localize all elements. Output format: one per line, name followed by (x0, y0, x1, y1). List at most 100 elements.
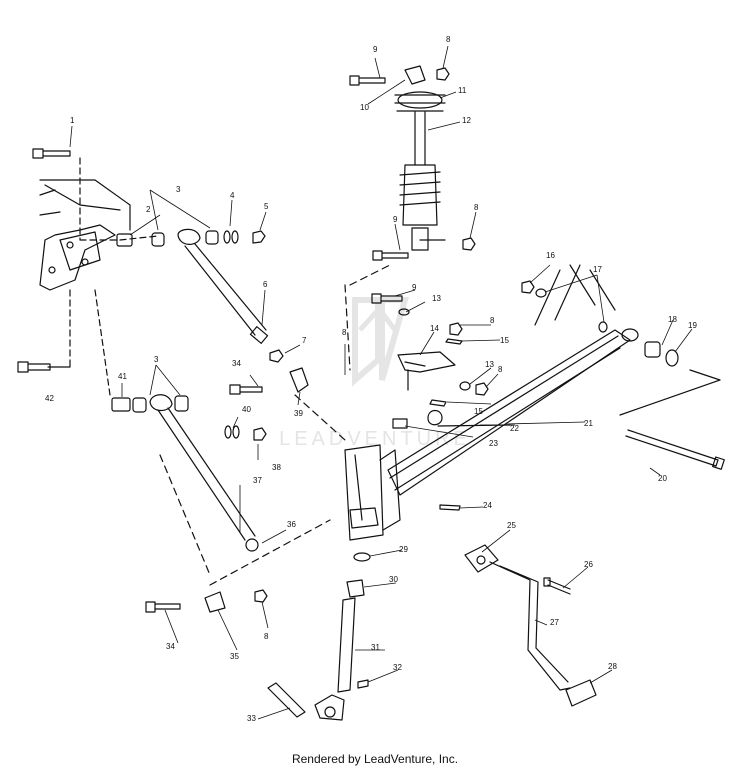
part-number-3: 3 (176, 185, 181, 194)
part-number-27: 27 (550, 618, 559, 627)
part-number-9-a: 9 (373, 45, 378, 54)
part-number-34-b: 34 (166, 642, 175, 651)
part-number-20: 20 (658, 474, 667, 483)
part-number-24: 24 (483, 501, 492, 510)
bolt-1 (32, 148, 71, 159)
bolt-34-lower (145, 601, 181, 613)
part-number-11: 11 (458, 86, 467, 95)
steering-arm-14 (397, 351, 456, 373)
part-number-3-b: 3 (154, 355, 159, 364)
bolt-9-lower (372, 250, 409, 261)
upper-a-arm-6 (177, 228, 269, 344)
cotter-15-lower (429, 399, 447, 407)
washer-13-upper (398, 308, 410, 316)
part-number-10: 10 (360, 103, 369, 112)
part-number-42: 42 (45, 394, 54, 403)
part-number-23: 23 (489, 439, 498, 448)
tie-rod-21 (387, 328, 639, 496)
bushing-41 (111, 397, 131, 412)
part-number-30: 30 (389, 575, 398, 584)
nut-7 (269, 349, 284, 363)
part-number-32: 32 (393, 663, 402, 672)
spindle-housing (344, 444, 401, 541)
part-number-22: 22 (510, 424, 519, 433)
part-number-39: 39 (294, 409, 303, 418)
watermark: LEADVENTURE (279, 297, 471, 450)
bolt-34-upper (229, 384, 263, 395)
part-number-33: 33 (247, 714, 256, 723)
washer-17-b (598, 321, 608, 333)
part-number-28: 28 (608, 662, 617, 671)
bolt-9-mid (371, 293, 403, 304)
bolt-9-top (349, 75, 386, 86)
part-number-29: 29 (399, 545, 408, 554)
spindle-31 (314, 597, 356, 721)
pedal-27 (489, 561, 571, 691)
washer-4 (223, 230, 239, 244)
part-number-38: 38 (272, 463, 281, 472)
part-number-31: 31 (371, 643, 380, 652)
part-number-8-e: 8 (498, 365, 503, 374)
part-number-labels: 1 2 3 4 5 6 7 8 8 8 8 8 8 9 9 9 10 11 12… (45, 35, 697, 723)
part-number-15-a: 15 (500, 336, 509, 345)
part-number-4: 4 (230, 191, 235, 200)
part-number-13-b: 13 (485, 360, 494, 369)
nut-5 (252, 230, 266, 244)
washer-13-lower (459, 381, 471, 391)
part-number-14: 14 (430, 324, 439, 333)
bushing-2 (116, 233, 133, 247)
part-number-37: 37 (253, 476, 262, 485)
part-number-41: 41 (118, 372, 127, 381)
leader-lines (69, 157, 159, 396)
part-number-8-f: 8 (264, 632, 269, 641)
nut-8-arm (449, 322, 463, 336)
part-number-9-c: 9 (412, 283, 417, 292)
nut-8-right (475, 382, 489, 396)
washer-17-a (535, 288, 547, 298)
nut-8-lower (462, 237, 476, 251)
part-number-19: 19 (688, 321, 697, 330)
part-number-16: 16 (546, 251, 555, 260)
nut-16 (521, 280, 535, 294)
bushing-3-lower (132, 395, 189, 413)
part-number-40: 40 (242, 405, 251, 414)
bushing-3-upper (151, 230, 219, 247)
part-number-8-c: 8 (474, 203, 479, 212)
part-number-17: 17 (593, 265, 602, 274)
part-number-6: 6 (263, 280, 268, 289)
bolt-42 (17, 361, 51, 373)
footer-credit: Rendered by LeadVenture, Inc. (291, 752, 459, 766)
part-number-26: 26 (584, 560, 593, 569)
ball-joint-35 (204, 591, 226, 613)
screw-24 (439, 504, 461, 511)
nut-38 (253, 427, 267, 441)
ball-joint-39 (289, 367, 309, 393)
part-number-18: 18 (668, 315, 677, 324)
bushing-23 (392, 418, 408, 429)
part-number-21: 21 (584, 419, 593, 428)
nut-8-top (436, 67, 450, 81)
watermark-text: LEADVENTURE (279, 428, 471, 450)
part-number-1: 1 (70, 116, 75, 125)
part-number-9-b: 9 (393, 215, 398, 224)
part-number-35: 35 (230, 652, 239, 661)
grease-fitting-32 (357, 679, 369, 689)
part-number-2: 2 (146, 205, 151, 214)
frame-bracket (39, 179, 131, 291)
part-number-7: 7 (302, 336, 307, 345)
pedal-bracket-25 (464, 544, 499, 573)
cotter-15 (445, 338, 463, 345)
washer-40 (224, 425, 240, 439)
part-number-8-a: 8 (342, 328, 347, 337)
bushing-30 (346, 579, 365, 598)
bushing-33 (267, 682, 306, 718)
tie-rod-end-22 (427, 409, 511, 427)
washer-19 (665, 349, 679, 367)
part-number-36: 36 (287, 520, 296, 529)
part-number-5: 5 (264, 202, 269, 211)
part-number-34-a: 34 (232, 359, 241, 368)
part-number-8-d: 8 (490, 316, 495, 325)
part-number-8-b: 8 (446, 35, 451, 44)
part-number-12: 12 (462, 116, 471, 125)
